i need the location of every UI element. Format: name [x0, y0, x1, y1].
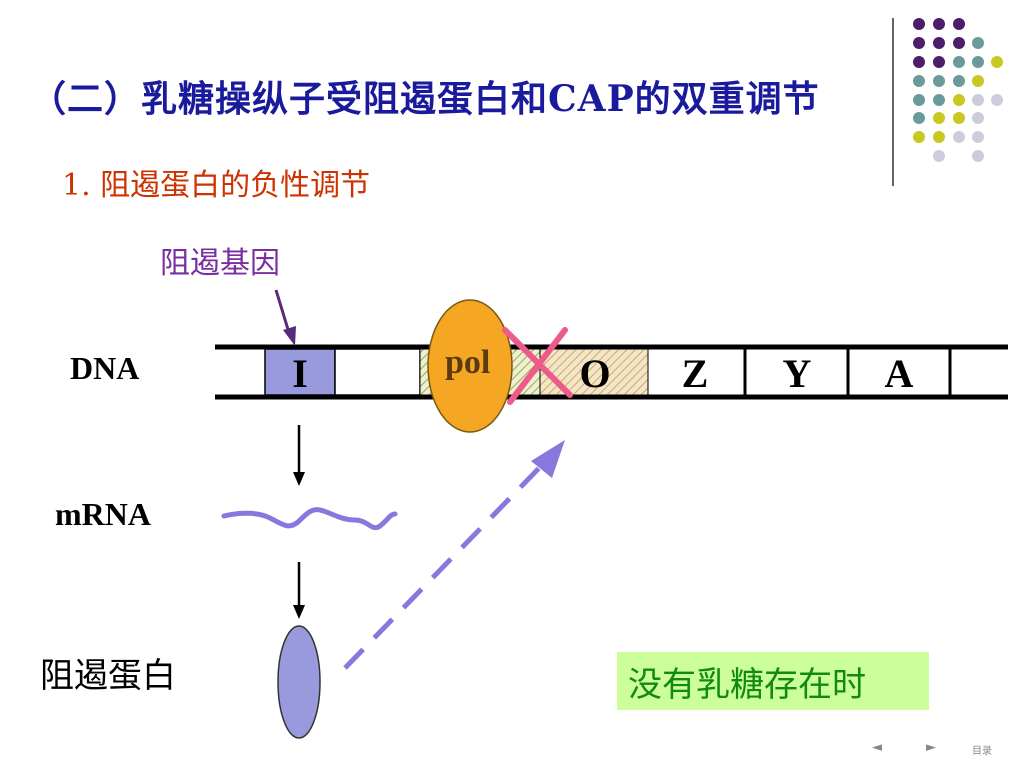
y-gene-label: Y: [782, 351, 812, 396]
repressor-protein-shape: [277, 625, 321, 739]
spacer-segment: [334, 348, 421, 396]
polymerase-label: pol: [445, 344, 491, 381]
repressor-gene-label: 阻遏基因: [160, 246, 280, 281]
i-gene-label: I: [292, 351, 308, 396]
condition-box: [617, 652, 929, 710]
menu-button[interactable]: 目录: [972, 746, 992, 757]
a-gene-label: A: [884, 351, 914, 396]
section-subtitle: 1. 阻遏蛋白的负性调节: [62, 168, 371, 203]
rna-polymerase: [427, 299, 513, 433]
dot-grid-decoration: [913, 18, 1003, 162]
dna-label: DNA: [70, 350, 140, 386]
mrna-label: mRNA: [55, 496, 151, 532]
binding-arrow: [343, 440, 565, 670]
repressor-gene-pointer: [274, 289, 296, 346]
translation-arrow: [293, 562, 305, 619]
next-slide-button[interactable]: ►: [926, 740, 936, 755]
block-x-mark: [502, 327, 573, 405]
o-operator-label: O: [579, 351, 611, 396]
prev-slide-button[interactable]: ◄: [872, 740, 882, 755]
transcription-arrow: [293, 425, 305, 486]
page-title: （二）乳糖操纵子受阻遏蛋白和CAP的双重调节: [30, 78, 820, 120]
mrna-strand: [221, 507, 398, 531]
condition-text: 没有乳糖存在时: [628, 665, 866, 705]
operator-segment: [539, 348, 649, 396]
repressor-protein-label: 阻遏蛋白: [40, 656, 176, 696]
z-gene-label: Z: [681, 351, 709, 396]
